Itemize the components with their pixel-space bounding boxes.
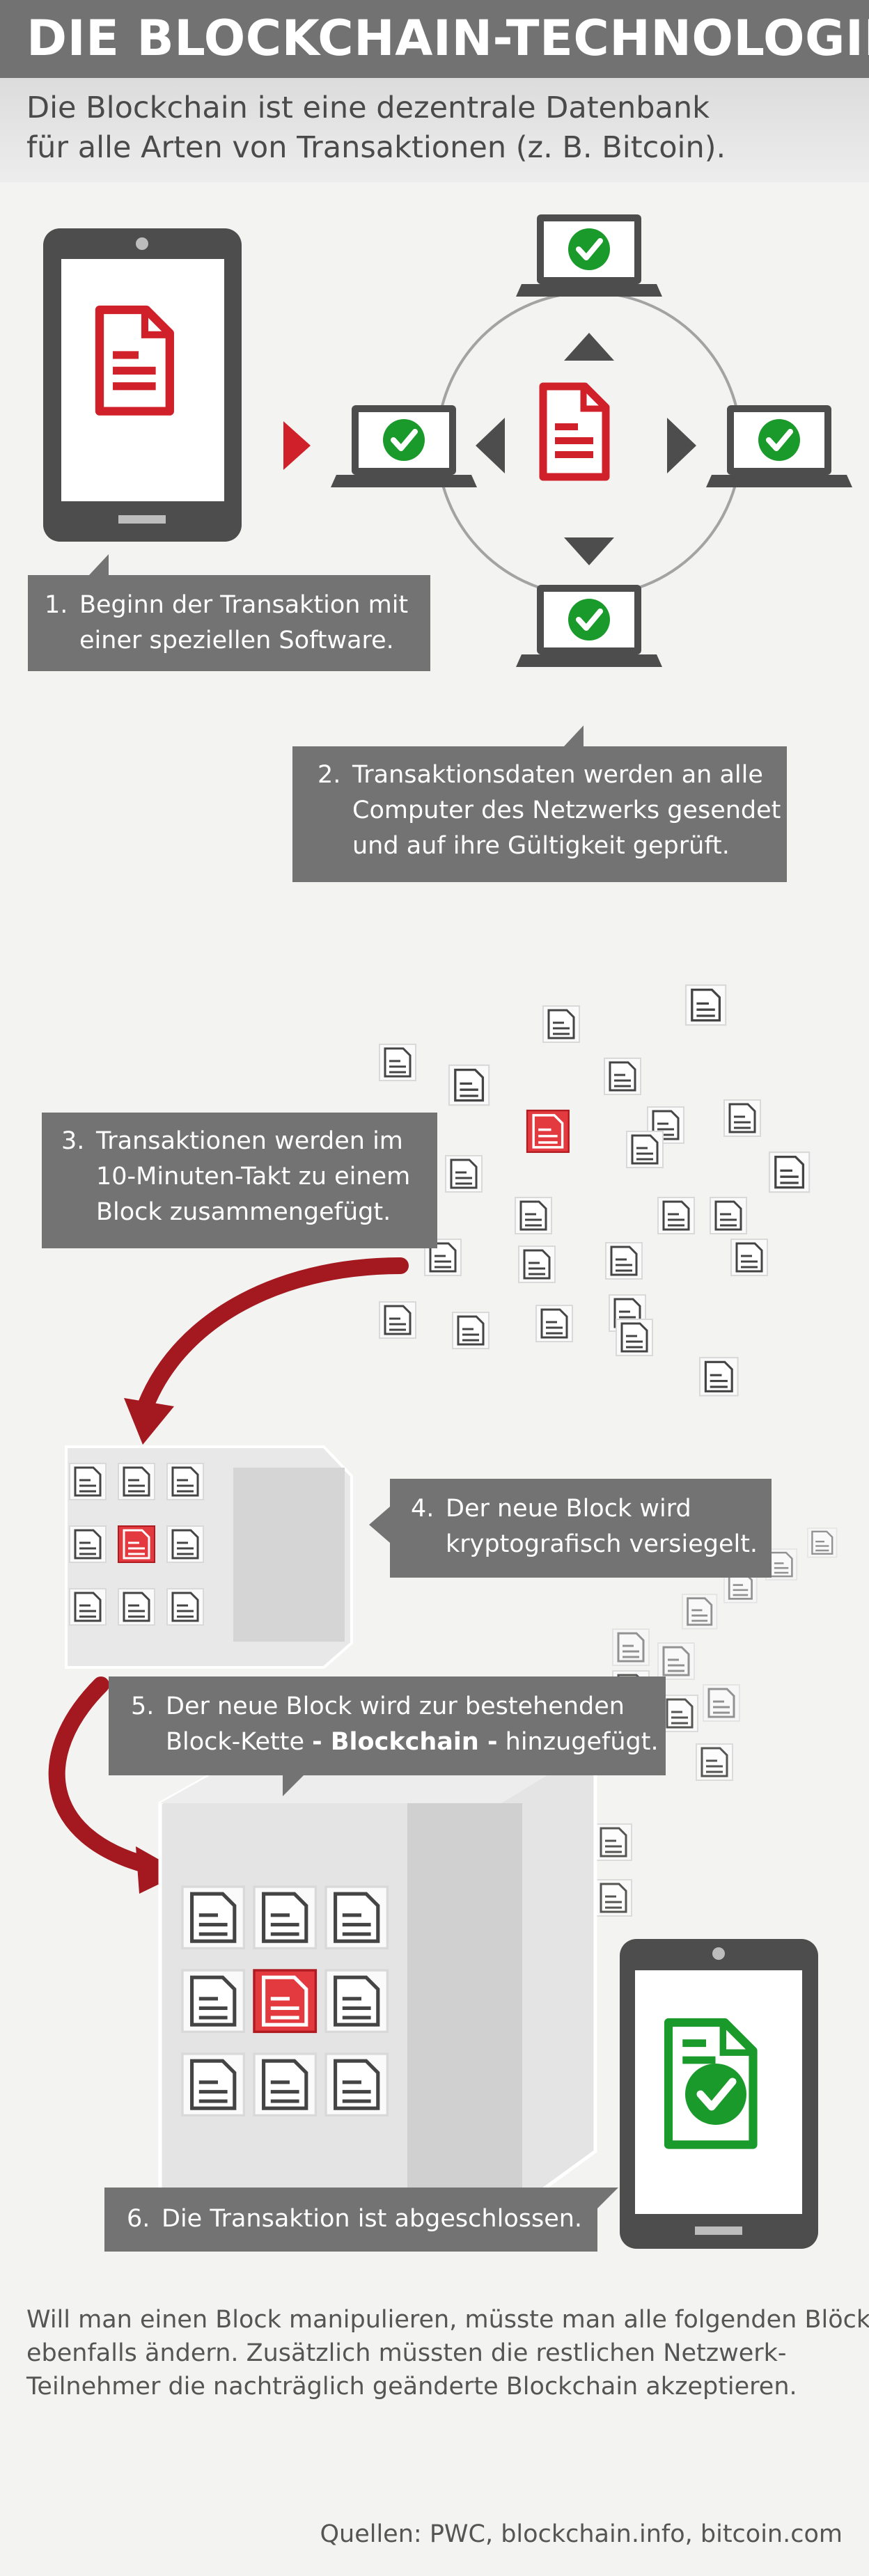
step-2-number: 2. (318, 761, 341, 789)
step-2-line-2: Computer des Netzwerks gesendet (352, 796, 781, 824)
step-1-line-2: einer speziellen Software. (79, 627, 394, 654)
document-icon (543, 386, 606, 477)
step-4-line-2: kryptografisch versiegelt. (446, 1530, 758, 1558)
curved-arrow-icon (48, 1676, 158, 1874)
footer-line-2: ebenfalls ändern. Zusätzlich müssten die… (26, 2339, 787, 2367)
document-icon (100, 310, 170, 411)
step-1-line-1: Beginn der Transaktion mit (79, 591, 409, 619)
arrow-up-icon (564, 333, 614, 361)
step-3-line-2: 10-Minuten-Takt zu einem (96, 1163, 411, 1191)
step-3-line-1: Transaktionen werden im (96, 1127, 403, 1155)
tablet-icon (43, 228, 242, 542)
tablet-icon (620, 1939, 818, 2249)
step-6-callout: 6. Die Transaktion ist abgeschlossen. (104, 2188, 618, 2252)
arrow-left-icon (476, 418, 505, 473)
arrow-right-icon (667, 418, 696, 473)
step-3-line-3: Block zusammengefügt. (96, 1198, 391, 1226)
title-bar (0, 0, 869, 78)
step-5-line-2: Block-Kette - Blockchain - hinzugefügt. (166, 1725, 659, 1760)
step-6-number: 6. (127, 2205, 150, 2233)
subtitle-line-1: Die Blockchain ist eine dezentrale Daten… (26, 91, 710, 125)
laptop-icon (331, 405, 477, 487)
step-2-callout: 2. Transaktionsdaten werden an alle Comp… (292, 725, 787, 882)
step-6-line-1: Die Transaktion ist abgeschlossen. (162, 2205, 583, 2233)
step-4-number: 4. (411, 1495, 434, 1523)
step-1-callout: 1. Beginn der Transaktion mit einer spez… (28, 554, 430, 671)
arrow-down-icon (564, 537, 614, 565)
step-2-line-1: Transaktionsdaten werden an alle (352, 761, 763, 789)
checkmark-icon (685, 2064, 746, 2125)
document-cube-icon (65, 1445, 353, 1669)
step-5-line-2-pre: Block-Kette (166, 1728, 313, 1756)
laptop-icon (516, 585, 662, 667)
sources: Quellen: PWC, blockchain.info, bitcoin.c… (320, 2520, 843, 2548)
step-3-number: 3. (61, 1127, 85, 1155)
floating-documents (378, 984, 811, 1397)
laptop-icon (516, 214, 662, 297)
step-4-line-1: Der neue Block wird (446, 1495, 691, 1523)
curved-arrow-icon (134, 1257, 409, 1422)
subtitle-line-2: für alle Arten von Transaktionen (z. B. … (26, 130, 726, 165)
step-4-callout: 4. Der neue Block wird kryptografisch ve… (369, 1479, 772, 1578)
laptop-icon (706, 405, 852, 487)
step-3-callout: 3. Transaktionen werden im 10-Minuten-Ta… (42, 1113, 437, 1248)
arrow-right-icon (283, 421, 311, 470)
step-5-line-2-post: hinzugefügt. (497, 1728, 659, 1756)
footer-line-3: Teilnehmer die nachträglich geänderte Bl… (26, 2373, 797, 2401)
step-1-number: 1. (45, 591, 68, 619)
blockchain-cube-icon (158, 1752, 597, 2209)
step-5-line-2-bold: - Blockchain - (312, 1728, 498, 1756)
step-5-callout: 5. Der neue Block wird zur bestehenden B… (109, 1676, 666, 1796)
footer-line-1: Will man einen Block manipulieren, müsst… (26, 2306, 869, 2334)
step-2-line-3: und auf ihre Gültigkeit geprüft. (352, 832, 730, 860)
step-5-line-1: Der neue Block wird zur bestehenden (166, 1693, 625, 1720)
subtitle-band (0, 78, 869, 182)
step-5-number: 5. (131, 1693, 155, 1720)
page-title: DIE BLOCKCHAIN-TECHNOLOGIE (26, 10, 869, 67)
